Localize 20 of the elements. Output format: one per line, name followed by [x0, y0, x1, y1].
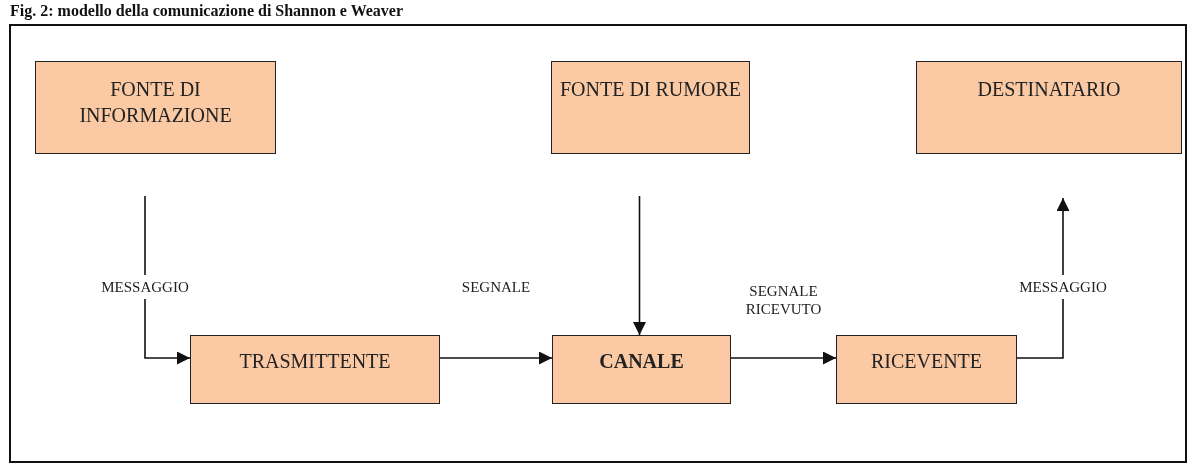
- arrow: [439, 351, 553, 365]
- process-box: [916, 61, 1182, 154]
- box-label: DESTINATARIO: [977, 77, 1121, 102]
- process-box: [35, 61, 276, 154]
- box-label: TRASMITTENTE: [239, 348, 391, 374]
- process-box: [836, 335, 1017, 404]
- edge-label: SEGNALE RICEVUTO: [744, 282, 823, 319]
- arrow: [1016, 197, 1070, 359]
- edge-label: SEGNALE: [460, 278, 532, 297]
- figure-title: Fig. 2: modello della comunicazione di Shannon e Weaver: [10, 2, 404, 20]
- box-label: CANALE: [599, 348, 684, 374]
- arrow: [144, 195, 191, 365]
- box-label: RICEVENTE: [870, 348, 983, 374]
- process-box: [552, 335, 731, 404]
- box-label: FONTE DI INFORMAZIONE: [78, 77, 233, 128]
- process-box: [551, 61, 750, 154]
- arrow: [633, 195, 646, 336]
- box-label: FONTE DI RUMORE: [559, 77, 742, 102]
- process-box: [190, 335, 440, 404]
- arrow: [730, 351, 837, 365]
